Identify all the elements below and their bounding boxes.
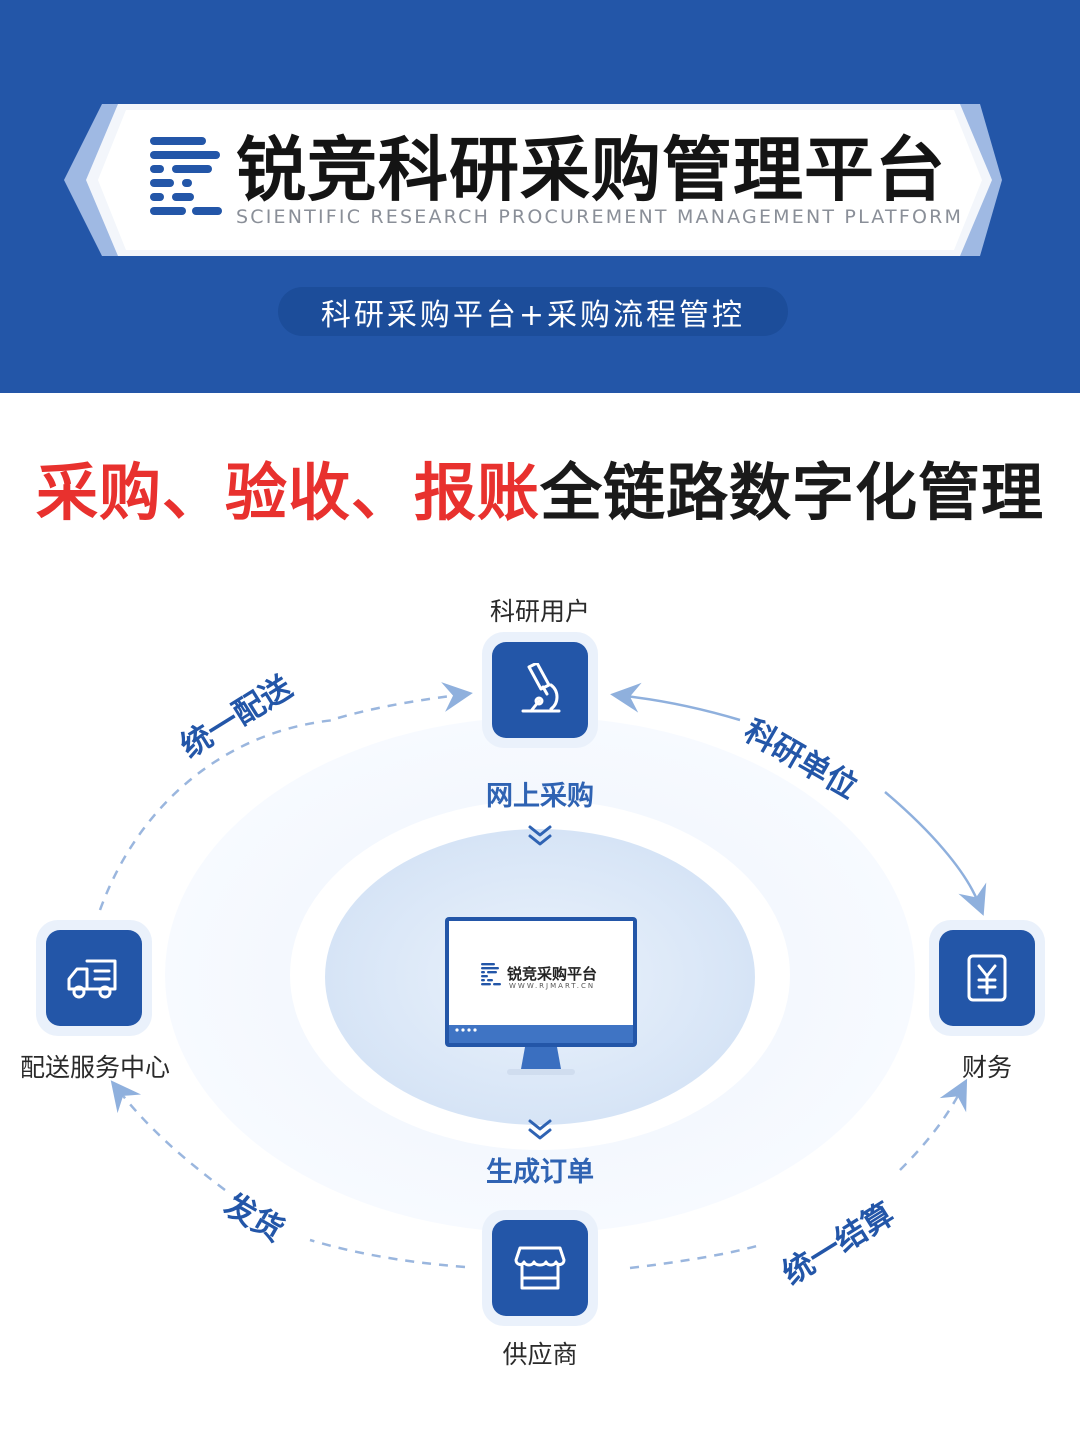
headline: 采购、验收、报账全链路数字化管理: [0, 442, 1080, 532]
platform-monitor: 锐竞采购平台 WWW.RJMART.CN: [445, 917, 637, 1081]
label-delivery-center: 配送服务中心: [19, 1053, 170, 1082]
label-researcher: 科研用户: [489, 597, 590, 626]
label-supplier: 供应商: [502, 1340, 578, 1369]
logo-icon: [150, 137, 222, 215]
monitor-brand: 锐竞采购平台: [507, 965, 598, 983]
header-band: 锐竞科研采购管理平台 SCIENTIFIC RESEARCH PROCUREME…: [0, 0, 1080, 393]
title-banner: [64, 104, 1002, 256]
label-finance: 财务: [961, 1053, 1012, 1082]
monitor-url: WWW.RJMART.CN: [509, 982, 596, 990]
brand-subtitle: SCIENTIFIC RESEARCH PROCUREMENT MANAGEME…: [236, 206, 964, 228]
tagline-pill: 科研采购平台+采购流程管控: [278, 287, 788, 336]
node-supplier: [482, 1210, 598, 1326]
label-generate-order: 生成订单: [486, 1157, 594, 1188]
truck-icon: [67, 959, 117, 999]
monitor-icon: [445, 917, 637, 1075]
headline-rest: 全链路数字化管理: [540, 456, 1045, 529]
brand-title: 锐竞科研采购管理平台: [236, 129, 946, 211]
node-researcher: [482, 632, 598, 748]
chevron-down-icon: [528, 825, 552, 846]
label-online-purchase: 网上采购: [486, 781, 594, 812]
storefront-icon: [514, 1246, 566, 1290]
headline-highlight: 采购、验收、报账: [35, 456, 540, 529]
node-finance: [929, 920, 1045, 1036]
chevron-down-icon-2: [528, 1119, 552, 1140]
flow-diagram: 科研用户 财务 供应商: [0, 540, 1080, 1440]
node-delivery-center: [36, 920, 152, 1036]
yuan-document-icon: [967, 954, 1007, 1002]
microscope-icon: [521, 663, 561, 713]
